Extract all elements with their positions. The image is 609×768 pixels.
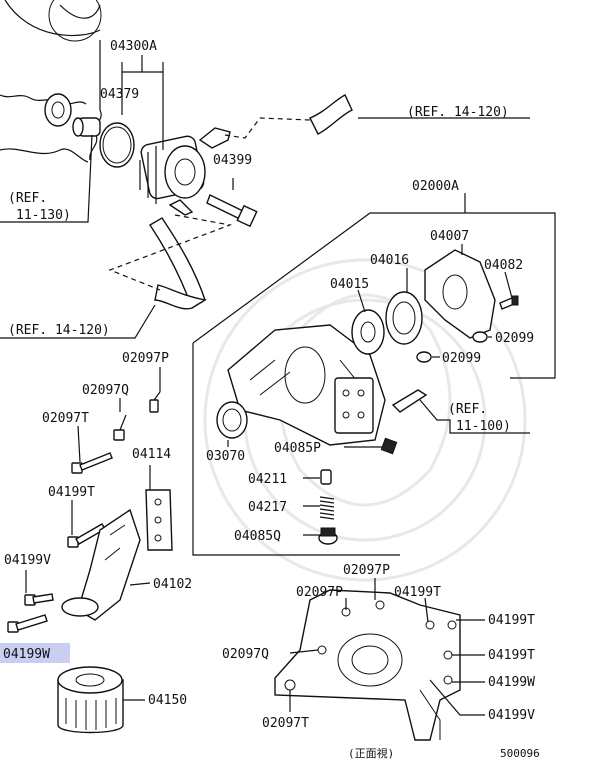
part-bushing-04379[interactable] [44,93,101,137]
part-oring-02099-a[interactable] [472,331,488,343]
label-04199W-highlighted[interactable]: 04199W [3,647,50,662]
leader-lines-front [289,578,485,716]
part-plug-04085P[interactable] [380,437,398,455]
hose-top [309,94,353,135]
label-04379[interactable]: 04379 [100,87,139,102]
part-gasket-ref [391,389,530,434]
part-bolt-04199V[interactable] [24,593,54,606]
part-cap-04211[interactable] [320,469,332,485]
part-oil-pump-body[interactable] [227,324,386,446]
label-ref-11-100-line2[interactable]: 11-100) [456,419,511,434]
dashed-connector-mid [108,214,233,291]
part-oil-cooler-04300A[interactable] [139,127,231,216]
label-04199V-a[interactable]: 04199V [4,553,51,568]
dashed-connector-top [224,117,311,139]
label-diagram-number: 500096 [500,747,540,760]
part-oil-filter-04150[interactable] [57,666,145,734]
part-oring-02099-b[interactable] [416,351,432,363]
label-04217[interactable]: 04217 [248,500,287,515]
label-ref-11-100-line1[interactable]: (REF. [448,402,487,417]
part-bolt-02097Q[interactable] [113,414,127,441]
label-02000A[interactable]: 02000A [412,179,459,194]
label-04199T-d[interactable]: 04199T [488,648,535,663]
leader-lines-pump [227,244,513,536]
leader-lines-left [25,367,161,593]
leader-lines-top [0,55,530,339]
label-04016[interactable]: 04016 [370,253,409,268]
part-plug-04085Q[interactable] [318,527,338,545]
part-bolt-02097T[interactable] [71,452,113,474]
part-inner-rotor-04015[interactable] [351,309,385,355]
label-02099-a[interactable]: 02099 [495,331,534,346]
label-04199V-b[interactable]: 04199V [488,708,535,723]
label-04199T-a[interactable]: 04199T [48,485,95,500]
label-ref-11-130-line2[interactable]: 11-130) [16,208,71,223]
label-04007[interactable]: 04007 [430,229,469,244]
part-bolt-04399[interactable] [206,194,258,228]
label-02097P-b[interactable]: 02097P [343,563,390,578]
label-04199T-c[interactable]: 04199T [488,613,535,628]
part-cover-04007[interactable] [424,249,496,339]
label-04114[interactable]: 04114 [132,447,171,462]
label-04082[interactable]: 04082 [484,258,523,273]
label-04199T-b[interactable]: 04199T [394,585,441,600]
part-spring-04217[interactable] [319,496,335,520]
label-04211[interactable]: 04211 [248,472,287,487]
label-02097T-a[interactable]: 02097T [42,411,89,426]
pump-assembly-frame [192,193,556,556]
part-oring-04379[interactable] [99,122,135,168]
label-03070[interactable]: 03070 [206,449,245,464]
label-front-view: (正面視) [348,746,394,760]
label-04300A[interactable]: 04300A [110,39,157,54]
label-02097T-b[interactable]: 02097T [262,716,309,731]
label-04015[interactable]: 04015 [330,277,369,292]
label-04102[interactable]: 04102 [153,577,192,592]
label-02099-b[interactable]: 02099 [442,351,481,366]
label-02097P-a[interactable]: 02097P [122,351,169,366]
label-04150[interactable]: 04150 [148,693,187,708]
label-ref-14-120-top[interactable]: (REF. 14-120) [407,105,509,120]
label-04085P[interactable]: 04085P [274,441,321,456]
part-bolt-04199W[interactable] [7,614,48,633]
hose-middle [149,217,207,310]
engine-block-outline [0,0,102,163]
label-02097Q-b[interactable]: 02097Q [222,647,269,662]
part-outer-rotor-04016[interactable] [385,291,423,345]
watermark-emblem [203,258,527,582]
part-seal-03070[interactable] [216,401,248,439]
label-ref-11-130-line1[interactable]: (REF. [8,191,47,206]
label-02097P-c[interactable]: 02097P [296,585,343,600]
label-02097Q-a[interactable]: 02097Q [82,383,129,398]
part-oil-pump-front-view[interactable] [274,589,461,741]
label-04399[interactable]: 04399 [213,153,252,168]
label-04085Q[interactable]: 04085Q [234,529,281,544]
label-ref-14-120-mid[interactable]: (REF. 14-120) [8,323,110,338]
part-screw-04082[interactable] [499,295,519,310]
highlight-04199W [0,643,70,663]
part-bolt-02097P[interactable] [149,391,161,413]
label-04199W-b[interactable]: 04199W [488,675,535,690]
part-gasket-04114[interactable] [145,489,173,551]
part-strainer-04102[interactable] [61,508,151,621]
